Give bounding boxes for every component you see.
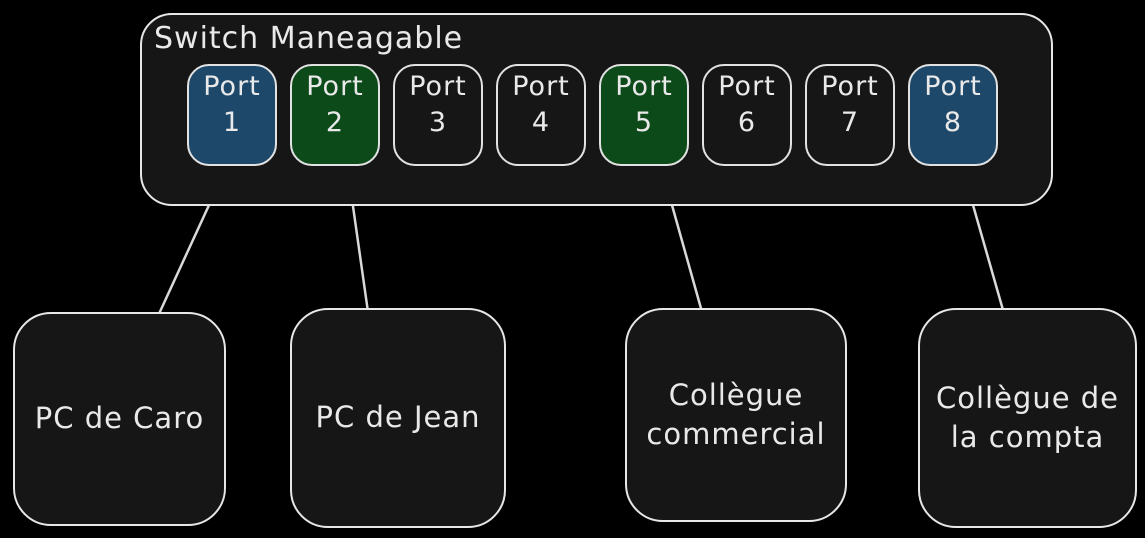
device-pc-caro: PC de Caro [13,312,226,526]
port-1: Port 1 [187,64,277,166]
port-word: Port [821,71,879,102]
port-5: Port 5 [599,64,689,166]
port-word: Port [409,71,467,102]
device-label-line: commercial [646,417,826,451]
port-2: Port 2 [290,64,380,166]
port-7: Port 7 [805,64,895,166]
port-number: 3 [428,107,448,139]
port-number: 6 [737,107,757,139]
device-collegue-compta: Collègue de la compta [918,308,1137,528]
device-label-line: Collègue de [935,380,1120,415]
switch-title: Switch Maneagable [154,21,464,56]
port-3: Port 3 [393,64,483,166]
device-label-line: la compta [950,420,1105,454]
port-8: Port 8 [908,64,998,166]
port-6: Port 6 [702,64,792,166]
device-collegue-commercial: Collègue commercial [625,308,847,522]
switch-node: Switch Maneagable Port 1 Port 2 Port 3 P… [140,13,1053,206]
port-number: 2 [325,107,345,139]
port-word: Port [203,71,261,102]
port-word: Port [924,71,982,102]
port-word: Port [306,71,364,102]
device-label-line: Collègue [668,377,804,412]
device-label-line: PC de Caro [34,401,205,436]
ports-row: Port 1 Port 2 Port 3 Port 4 Port 5 Port … [187,64,998,166]
port-word: Port [718,71,776,102]
port-number: 8 [943,107,963,139]
device-pc-jean: PC de Jean [290,308,506,528]
port-word: Port [615,71,673,102]
port-word: Port [512,71,570,102]
device-label-line: PC de Jean [315,400,481,435]
port-number: 5 [634,107,654,139]
port-4: Port 4 [496,64,586,166]
port-number: 1 [222,107,242,139]
port-number: 7 [840,107,860,139]
port-number: 4 [531,107,551,139]
